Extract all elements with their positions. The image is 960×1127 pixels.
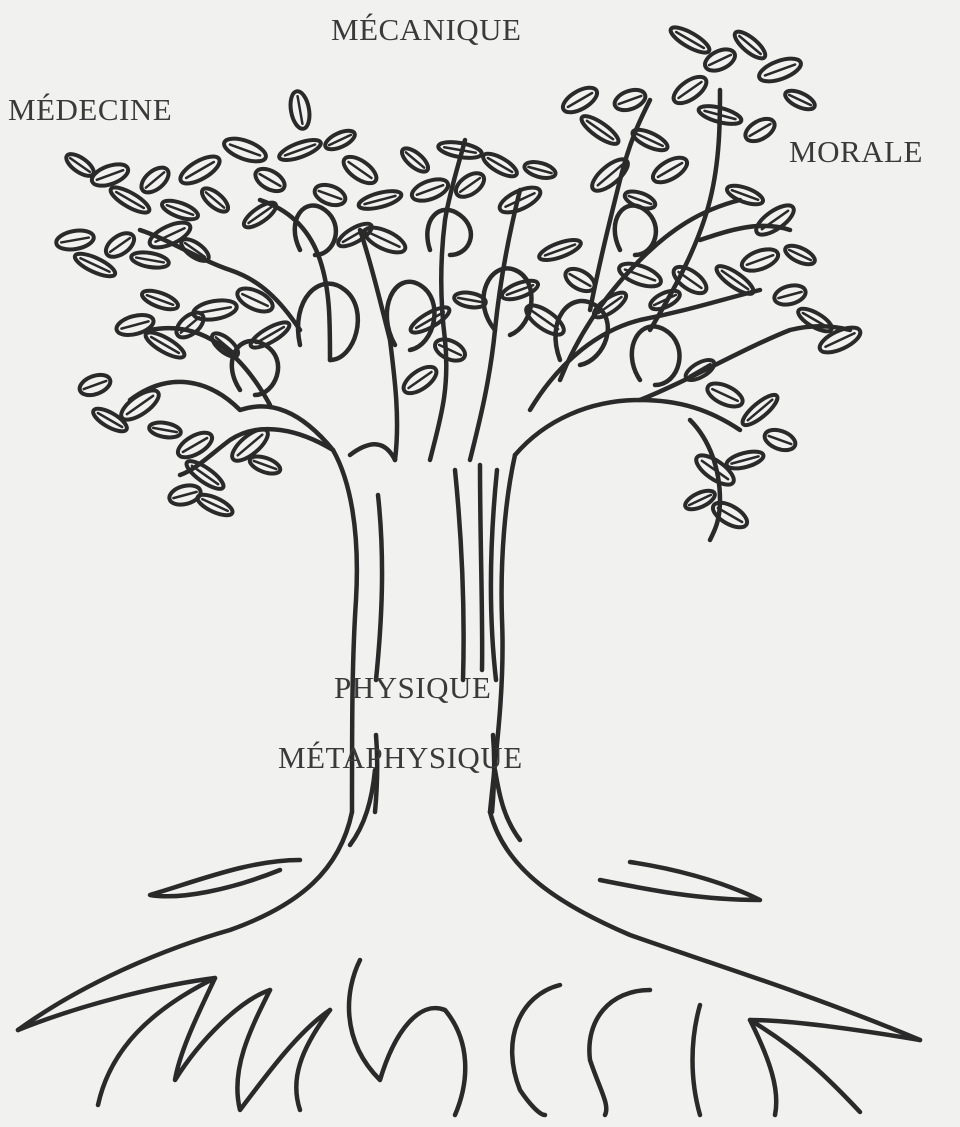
leaf-vein — [61, 238, 89, 243]
leaf-vein — [199, 307, 231, 313]
leaf-vein — [121, 321, 148, 328]
leaf-vein — [136, 258, 164, 263]
leaf-vein — [84, 381, 107, 389]
leaf-vein — [528, 167, 551, 173]
label-metaphysique: MÉTAPHYSIQUE — [278, 740, 523, 776]
roots — [18, 770, 920, 1115]
leaf-vein — [778, 292, 801, 298]
leaves — [55, 23, 864, 532]
label-morale: MORALE — [789, 134, 923, 170]
label-mecanique: MÉCANIQUE — [331, 12, 522, 48]
leaf-vein — [153, 428, 177, 432]
leaf-vein — [319, 191, 342, 199]
leaf-vein — [619, 96, 642, 104]
label-medecine: MÉDECINE — [8, 92, 172, 128]
label-physique: PHYSIQUE — [334, 670, 491, 706]
leaf-vein — [238, 435, 263, 456]
leaf-vein — [769, 436, 792, 444]
leaf-vein — [458, 298, 482, 302]
leaf-vein — [439, 345, 461, 355]
leaf-vein — [173, 492, 196, 498]
leaf-vein — [709, 55, 731, 65]
leaf-vein — [298, 96, 303, 124]
